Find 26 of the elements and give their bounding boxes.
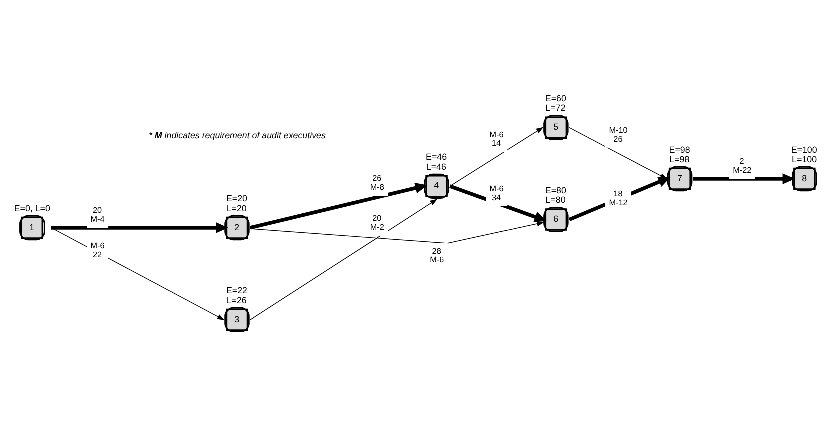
edge-label: M-10 26 — [609, 126, 628, 144]
edge-label: M-6 14 — [490, 130, 504, 148]
edge-label: 26 M-8 — [370, 174, 384, 192]
edge-label: 2 M-22 — [733, 157, 752, 175]
node-label: L=26 — [226, 295, 247, 306]
edge-label: M-6 34 — [490, 184, 504, 202]
node-label: E=100 — [791, 144, 818, 155]
node-label: E=20 — [226, 194, 248, 204]
node-label: E=60 — [545, 94, 566, 104]
node-label: E=80 — [545, 186, 566, 196]
label: *M indicates requirement of audit executives — [148, 130, 326, 140]
edge-label: 20 M-2 — [370, 214, 384, 232]
node-label: L=20 — [226, 203, 247, 214]
node-label: L=98 — [670, 154, 690, 164]
node-label: L=100 — [792, 154, 818, 164]
node-label: L=80 — [546, 195, 566, 206]
edge-label: 20 M-4 — [90, 206, 105, 224]
node-label: L=46 — [426, 162, 446, 172]
node-label: E=46 — [426, 152, 448, 162]
node-label: E=22 — [226, 286, 248, 296]
edge-label: M-6 22 — [90, 242, 105, 260]
node-label: E=0, L=0 — [14, 203, 50, 214]
node-label: L=72 — [546, 103, 566, 114]
edge-label: 28 M-6 — [430, 246, 444, 265]
edge-label: 18 M-12 — [609, 190, 628, 208]
node-label: E=98 — [669, 144, 690, 155]
